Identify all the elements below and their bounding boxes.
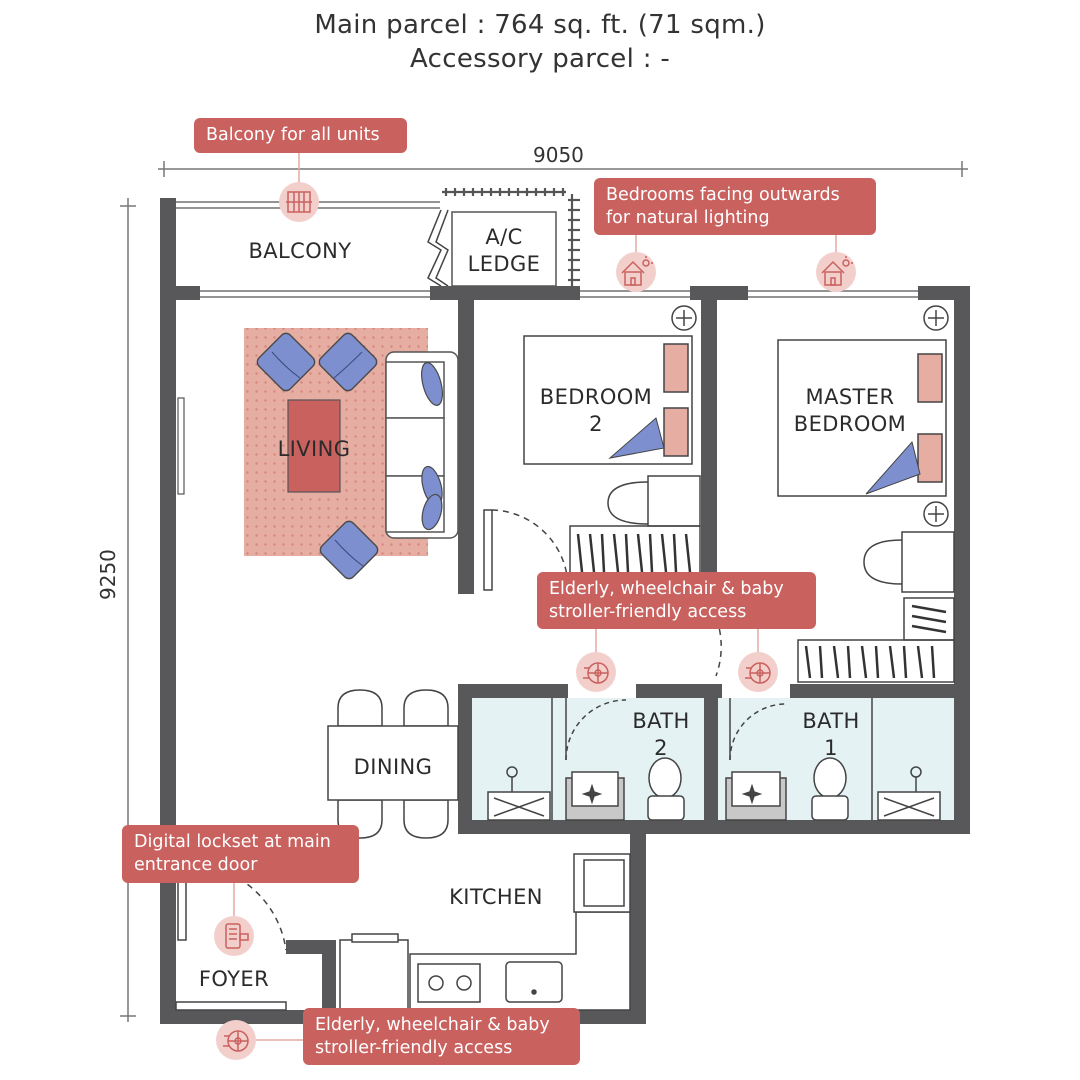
main-entrance-door [175,863,287,1011]
room-label-kitchen: KITCHEN [449,885,543,909]
bedroom2-wardrobe-hangers [576,533,692,573]
callout-balcony: Balcony for all units [194,118,407,153]
master-bedroom-door [699,589,722,677]
wheelchair-wheel-icon [738,652,778,692]
main-parcel-text: Main parcel : 764 sq. ft. (71 sqm.) [314,10,766,40]
digital-lock-icon [214,916,254,956]
wheelchair-wheel-icon [576,652,616,692]
room-label-living: LIVING [277,437,351,461]
armchairs [256,332,379,580]
master-bedroom-sheet [865,440,921,495]
house-sun-icon [816,252,856,292]
dining-set [327,689,459,839]
bath1-fixtures [725,698,941,821]
room-label-bath1: BATH 1 [802,709,860,760]
callout-access-upper: Elderly, wheelchair & baby stroller-frie… [537,572,816,629]
room-label-foyer: FOYER [198,967,270,991]
room-label-bedroom2: BEDROOM 2 [539,385,653,436]
house-sun-icon [616,252,656,292]
living-side-window [177,397,185,495]
height-dimension-label: 9250 [96,549,120,600]
room-label-balcony: BALCONY [248,239,352,263]
bedroom2-sheet [608,417,665,459]
kitchen-fixtures [339,853,631,1011]
balcony-folding-door [427,209,449,287]
callout-access-lower: Elderly, wheelchair & baby stroller-frie… [303,1008,580,1065]
callout-bedrooms: Bedrooms facing outwards for natural lig… [594,178,876,235]
master-wardrobe-hangers [804,604,947,679]
callout-connectors [233,152,837,1041]
width-dimension-line [158,161,968,177]
sofa-cushions [421,362,443,531]
width-dimension-label: 9050 [533,143,584,167]
callout-lockset: Digital lockset at main entrance door [122,825,359,883]
armchair-lines [271,351,364,567]
room-label-ac-ledge: A/C LEDGE [467,225,541,276]
bedroom-windows [580,290,918,298]
balcony-icon [279,182,319,222]
room-label-dining: DINING [353,755,433,779]
coffee-table [287,399,341,493]
bedroom2-furniture [523,305,701,579]
bath2-fixtures [487,698,685,821]
room-label-bath2: BATH 2 [632,709,690,760]
height-dimension-line [120,198,136,1022]
room-label-master-bedroom: MASTER BEDROOM [793,385,907,436]
ac-ledge-grille [442,188,580,286]
wheelchair-wheel-icon [216,1020,256,1060]
accessory-parcel-text: Accessory parcel : - [410,44,670,74]
